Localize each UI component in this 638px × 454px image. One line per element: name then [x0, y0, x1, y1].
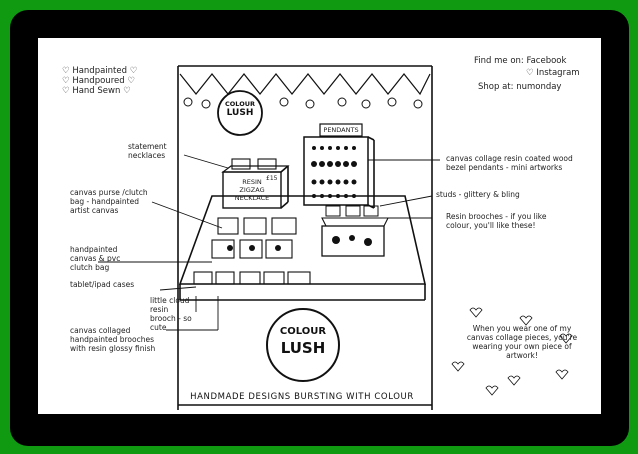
note-pendants: canvas collage resin coated wood bezel p…: [446, 154, 573, 172]
brooch-display: [321, 225, 385, 257]
craft-handpoured: ♡ Handpoured ♡: [62, 76, 135, 86]
note-studs: studs - glittery & bling: [436, 190, 520, 199]
note-statement-necklaces: statement necklaces: [128, 142, 167, 160]
brooch-marks: [227, 235, 372, 251]
heart-doodles: [451, 307, 573, 396]
big-logo: COLOUR LUSH: [274, 325, 332, 357]
pendant-dots: [311, 146, 357, 198]
small-logo: COLOUR LUSH: [222, 100, 258, 118]
pendants-sign-box: [319, 123, 363, 137]
canvas-tiles: [193, 217, 311, 285]
resin-box-line1: RESIN: [242, 178, 262, 186]
note-quote: When you wear one of my canvas collage p…: [466, 324, 578, 360]
note-tablet-cases: tablet/ipad cases: [70, 280, 135, 289]
lightbulbs: [183, 97, 423, 109]
big-logo-circle: [266, 308, 340, 382]
tagline: HANDMADE DESIGNS BURSTING WITH COLOUR: [190, 392, 414, 402]
price-tag: £15: [266, 175, 278, 182]
note-canvas-purse: canvas purse /clutch bag - handpainted a…: [70, 188, 148, 215]
craft-handpainted: ♡ Handpainted ♡: [62, 66, 138, 76]
resin-box-label: RESIN ZIGZAG NECKLACE: [224, 178, 280, 202]
note-canvas-collaged: canvas collaged handpainted brooches wit…: [70, 326, 156, 353]
note-facebook: Find me on: Facebook: [474, 56, 567, 66]
resin-box-line3: NECKLACE: [234, 194, 270, 202]
pendants-sign: PENDANTS: [323, 126, 359, 134]
note-handpainted-bag: handpainted canvas & pvc clutch bag: [70, 245, 121, 272]
pendant-board: [303, 136, 369, 206]
big-logo-line1: COLOUR: [279, 326, 327, 337]
resin-necklace-box: [222, 171, 282, 209]
craft-hand-sewn: ♡ Hand Sewn ♡: [62, 86, 131, 96]
sketch-paper: [38, 38, 601, 414]
resin-box-line2: ZIGZAG: [239, 186, 265, 194]
note-resin-brooches: Resin brooches - if you like colour, you…: [446, 212, 547, 230]
small-logo-circle: [217, 90, 263, 136]
big-logo-line2: LUSH: [280, 339, 326, 357]
note-little-cloud: little cloud resin brooch - so cute: [150, 296, 192, 332]
small-logo-line1: COLOUR: [224, 100, 255, 108]
small-logo-line2: LUSH: [226, 108, 254, 118]
craft-list: ♡ Handpainted ♡ ♡ Handpoured ♡ ♡ Hand Se…: [62, 66, 162, 96]
bunting-line: [179, 73, 431, 96]
note-instagram: ♡ Instagram: [526, 68, 580, 78]
pointer-lines: [98, 154, 440, 331]
note-shop: Shop at: numonday: [478, 82, 562, 92]
